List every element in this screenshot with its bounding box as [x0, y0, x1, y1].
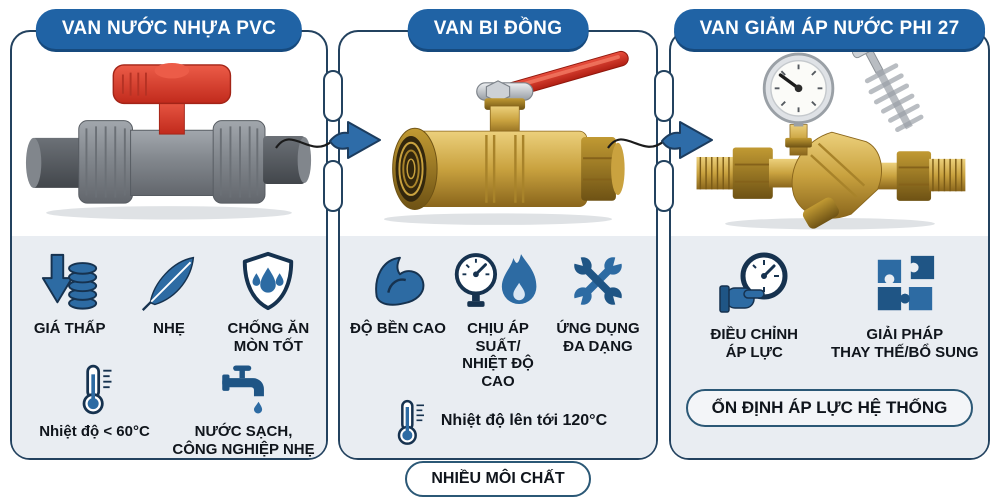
stability-badge: ỔN ĐỊNH ÁP LỰC HỆ THỐNG: [685, 389, 974, 428]
border-gap-capsule: [654, 160, 674, 212]
pvc-valve-image: [14, 34, 324, 238]
flow-arrow-right-icon: [607, 121, 713, 159]
feature-pressure-adjust: ĐIỀU CHỈNH ÁP LỰC: [679, 248, 830, 361]
brass-card-title: VAN BI ĐỒNG: [407, 9, 589, 49]
feature-max-temp: Nhiệt độ lên tới 120°C: [348, 397, 648, 447]
feather-icon: [139, 248, 199, 312]
border-gap-capsule: [323, 70, 343, 122]
thermometer-icon: [389, 397, 429, 447]
feature-pressure-temp: CHỊU ÁP SUẤT/ NHIỆT ĐỘ CAO: [448, 248, 548, 391]
price-drop-coins-icon: [39, 248, 101, 312]
feature-label: CHỊU ÁP SUẤT/ NHIỆT ĐỘ CAO: [462, 320, 534, 391]
pvc-ball-valve-illustration: [25, 63, 312, 220]
shield-water-drops-icon: [237, 248, 299, 312]
brass-valve-image: [342, 34, 654, 238]
brass-valve-card: VAN BI ĐỒNG: [338, 9, 658, 497]
feature-low-price: GIÁ THẤP: [20, 248, 119, 355]
thermometer-icon: [73, 363, 117, 415]
feature-label: NƯỚC SẠCH, CÔNG NGHIỆP NHẸ: [172, 423, 315, 459]
media-badge: NHIỀU MÔI CHẤT: [405, 460, 591, 497]
feature-label: GIÁ THẤP: [33, 320, 106, 337]
pvc-features-panel: GIÁ THẤP NHẸ: [12, 236, 326, 458]
faucet-drop-icon: [215, 363, 273, 415]
puzzle-pieces-icon: [872, 248, 938, 318]
hand-gauge-icon: [716, 248, 792, 318]
feature-lightweight: NHẸ: [119, 248, 218, 355]
reducer-valve-image: [673, 34, 986, 238]
feature-clean-water: NƯỚC SẠCH, CÔNG NGHIỆP NHẸ: [169, 363, 318, 458]
feature-label: Nhiệt độ < 60°C: [39, 423, 150, 441]
feature-max-temp: Nhiệt độ < 60°C: [20, 363, 169, 441]
gauge-flame-icon: [450, 248, 546, 312]
brass-features-panel: ĐỘ BỀN CAO CHỊU ÁP SUẤT/ NHIỆT ĐỘ: [340, 236, 656, 497]
flow-arrow-right-icon: [275, 121, 381, 159]
feature-label: NHẸ: [153, 320, 185, 337]
crossed-wrenches-icon: [567, 248, 629, 312]
border-gap-capsule: [323, 160, 343, 212]
feature-corrosion-resistant: CHỐNG ĂN MÒN TỐT: [219, 248, 318, 355]
feature-label: ỨNG DỤNG ĐA DẠNG: [556, 320, 640, 355]
temperature-note: Nhiệt độ lên tới 120°C: [440, 412, 608, 430]
reducer-card-title: VAN GIẢM ÁP NƯỚC PHI 27: [673, 9, 986, 49]
pressure-reducing-valve-illustration: [696, 40, 965, 230]
muscle-arm-icon: [367, 248, 429, 312]
pvc-valve-card: VAN NƯỚC NHỰA PVC: [10, 9, 328, 460]
feature-label: GIẢI PHÁP THAY THẾ/BỔ SUNG: [830, 326, 979, 361]
feature-replacement-solution: GIẢI PHÁP THAY THẾ/BỔ SUNG: [830, 248, 981, 361]
feature-durability: ĐỘ BỀN CAO: [348, 248, 448, 391]
border-gap-capsule: [654, 70, 674, 122]
pressure-reducer-card: VAN GIẢM ÁP NƯỚC PHI 27: [669, 9, 990, 460]
reducer-features-panel: ĐIỀU CHỈNH ÁP LỰC GIẢI PHÁ: [671, 236, 988, 458]
pvc-card-title: VAN NƯỚC NHỰA PVC: [35, 9, 303, 49]
feature-label: CHỐNG ĂN MÒN TỐT: [227, 320, 310, 355]
brass-ball-valve-illustration: [383, 50, 629, 225]
feature-label: ĐIỀU CHỈNH ÁP LỰC: [710, 326, 798, 361]
feature-versatile: ỨNG DỤNG ĐA DẠNG: [548, 248, 648, 391]
feature-label: ĐỘ BỀN CAO: [350, 320, 446, 337]
